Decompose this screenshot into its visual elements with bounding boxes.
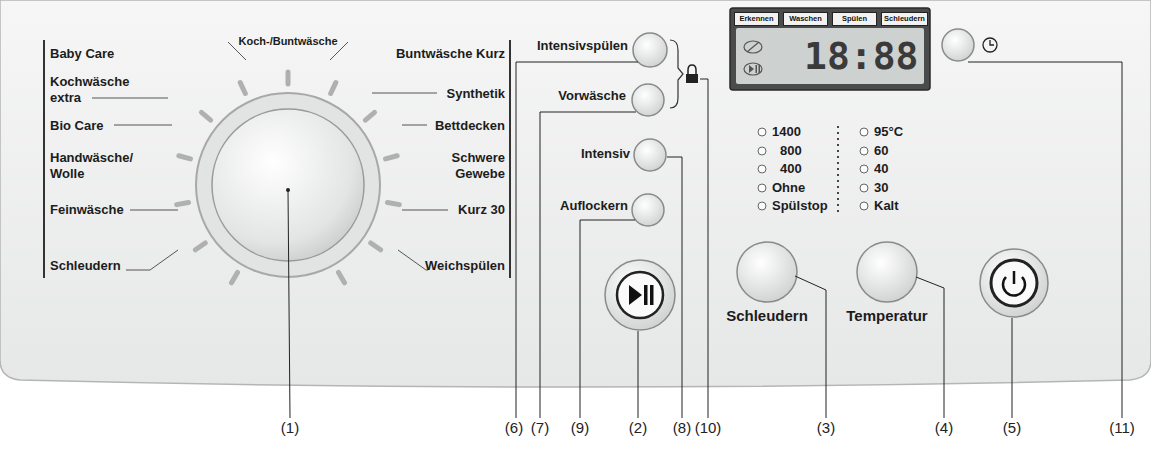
program-label: Koch-/Buntwäsche	[238, 33, 337, 49]
spin-option: 1400	[772, 124, 801, 140]
program-label: Bio Care	[50, 118, 103, 134]
status-indicator: Waschen	[783, 12, 828, 26]
separator-dots	[837, 126, 839, 212]
spin-button	[737, 242, 797, 302]
callout-number: (10)	[695, 420, 722, 436]
time-digits: 18:88	[804, 34, 918, 78]
callout-number: (2)	[629, 420, 647, 436]
dial-tick	[179, 156, 191, 159]
timer-button	[942, 29, 974, 61]
program-label: Buntwäsche Kurz	[396, 46, 505, 62]
status-indicator: Schleudern	[881, 12, 928, 26]
dial-tick	[240, 83, 245, 94]
program-label: Kochwäsche extra	[50, 74, 142, 106]
dial-tick	[232, 272, 238, 282]
callout-number: (7)	[531, 420, 549, 436]
status-indicator: Erkennen	[734, 12, 779, 26]
program-label: Feinwäsche	[50, 202, 124, 218]
status-text: Schleudern	[884, 14, 925, 23]
button-label: Auflockern	[560, 198, 628, 214]
status-text: Erkennen	[739, 14, 773, 23]
callout-number: (6)	[505, 420, 523, 436]
control-panel	[0, 0, 1151, 387]
dial-tick	[331, 83, 336, 94]
dial-tick	[201, 112, 210, 120]
status-text: Spülen	[842, 14, 867, 23]
dial-tick	[339, 272, 345, 282]
program-label: Handwäsche/ Wolle	[50, 150, 142, 182]
temperature-button	[857, 242, 917, 302]
spin-option: Ohne	[772, 180, 805, 196]
callout-number: (3)	[817, 420, 835, 436]
lcd-display: 18:88 Erkennen Waschen Spülen Schleudern	[730, 8, 930, 90]
callout-number: (11)	[1109, 420, 1135, 436]
callout-number: (8)	[673, 420, 691, 436]
temp-option: 95°C	[874, 124, 903, 140]
program-label: Kurz 30	[458, 202, 505, 218]
dial-tick	[177, 203, 189, 205]
program-bracket	[509, 40, 511, 278]
program-leader-lines	[92, 42, 448, 270]
option-button	[632, 84, 664, 116]
callout-number: (4)	[935, 420, 953, 436]
dial-tick	[386, 156, 398, 159]
program-label: Schwere Gewebe	[425, 150, 505, 182]
button-label: Schleudern	[726, 308, 808, 324]
dial-tick	[195, 243, 205, 250]
power-button	[980, 249, 1048, 317]
program-bracket	[43, 40, 45, 278]
temp-option: 40	[874, 161, 888, 177]
program-label: Schleudern	[50, 258, 121, 274]
temp-option: 30	[874, 180, 888, 196]
clock-symbol	[983, 38, 997, 52]
dial-ticks	[177, 72, 400, 283]
lock-symbol	[686, 65, 698, 83]
status-indicator: Spülen	[832, 12, 877, 26]
dial-ring	[196, 93, 380, 277]
button-label: Intensivspülen	[537, 38, 628, 54]
leader-dot	[286, 188, 290, 192]
spin-option: 800	[780, 143, 802, 159]
dial-tick	[371, 243, 381, 250]
callout-number: (9)	[571, 420, 589, 436]
program-label: Bettdecken	[435, 118, 505, 134]
option-button	[634, 139, 666, 171]
indicator-leds	[758, 128, 868, 210]
dial-tick	[365, 112, 374, 120]
program-label: Synthetik	[446, 86, 505, 102]
program-label: Baby Care	[50, 46, 114, 62]
button-label: Intensiv	[581, 146, 630, 162]
program-label: Weichspülen	[425, 258, 505, 274]
button-label: Temperatur	[846, 308, 927, 324]
option-button	[632, 194, 664, 226]
option-button	[633, 33, 667, 67]
temp-option: Kalt	[874, 198, 899, 214]
dial-tick	[387, 203, 399, 205]
lock-brace	[670, 40, 683, 108]
spin-option: Spülstop	[772, 198, 828, 214]
callout-number: (1)	[281, 420, 299, 436]
dial-tick	[286, 72, 291, 84]
start-pause-button	[605, 260, 675, 330]
callout-leaders	[288, 62, 1122, 418]
callout-number: (5)	[1003, 420, 1021, 436]
button-label: Vorwäsche	[558, 88, 626, 104]
temp-option: 60	[874, 143, 888, 159]
lcd-display	[730, 8, 930, 90]
status-text: Waschen	[789, 14, 822, 23]
spin-option: 400	[780, 161, 802, 177]
